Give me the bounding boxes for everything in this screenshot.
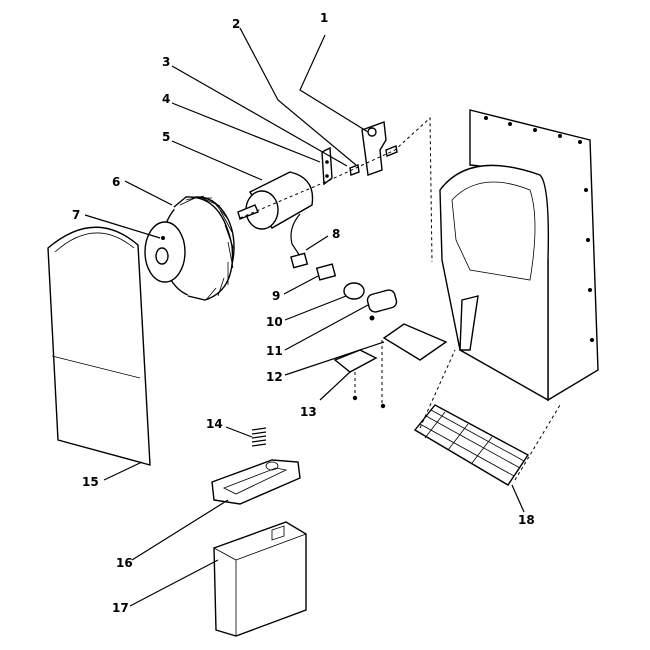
callout-17: 17 (112, 601, 129, 615)
callout-1: 1 (320, 11, 328, 25)
callout-14: 14 (206, 417, 223, 431)
callout-2: 2 (232, 17, 240, 31)
part-spring (251, 427, 267, 447)
callout-13: 13 (300, 405, 317, 419)
callout-18: 18 (518, 513, 535, 527)
callout-10: 10 (266, 315, 283, 329)
part-holder (211, 459, 301, 505)
callout-3: 3 (162, 55, 170, 69)
part-mounting-plates (333, 323, 448, 409)
callout-7: 7 (72, 208, 80, 222)
callout-12: 12 (266, 370, 283, 384)
leader-lines (84, 27, 525, 607)
part-connectors (290, 252, 398, 321)
callout-5: 5 (162, 130, 170, 144)
assembly-lines (239, 116, 561, 481)
part-blower-wheel (144, 195, 235, 301)
part-motor (237, 171, 314, 257)
callout-6: 6 (112, 175, 120, 189)
callout-4: 4 (162, 92, 170, 106)
part-grille (413, 404, 530, 486)
callout-16: 16 (116, 556, 133, 570)
callout-11: 11 (266, 344, 283, 358)
part-front-cover (47, 226, 151, 466)
callout-15: 15 (82, 475, 99, 489)
callout-labels: 1 2 3 4 5 6 7 8 9 10 11 12 13 14 15 16 1… (72, 11, 535, 615)
part-housing (439, 109, 599, 402)
callout-8: 8 (332, 227, 340, 241)
part-filter-cartridge (213, 521, 307, 637)
callout-9: 9 (272, 289, 280, 303)
part-mounting-brackets (321, 121, 398, 186)
